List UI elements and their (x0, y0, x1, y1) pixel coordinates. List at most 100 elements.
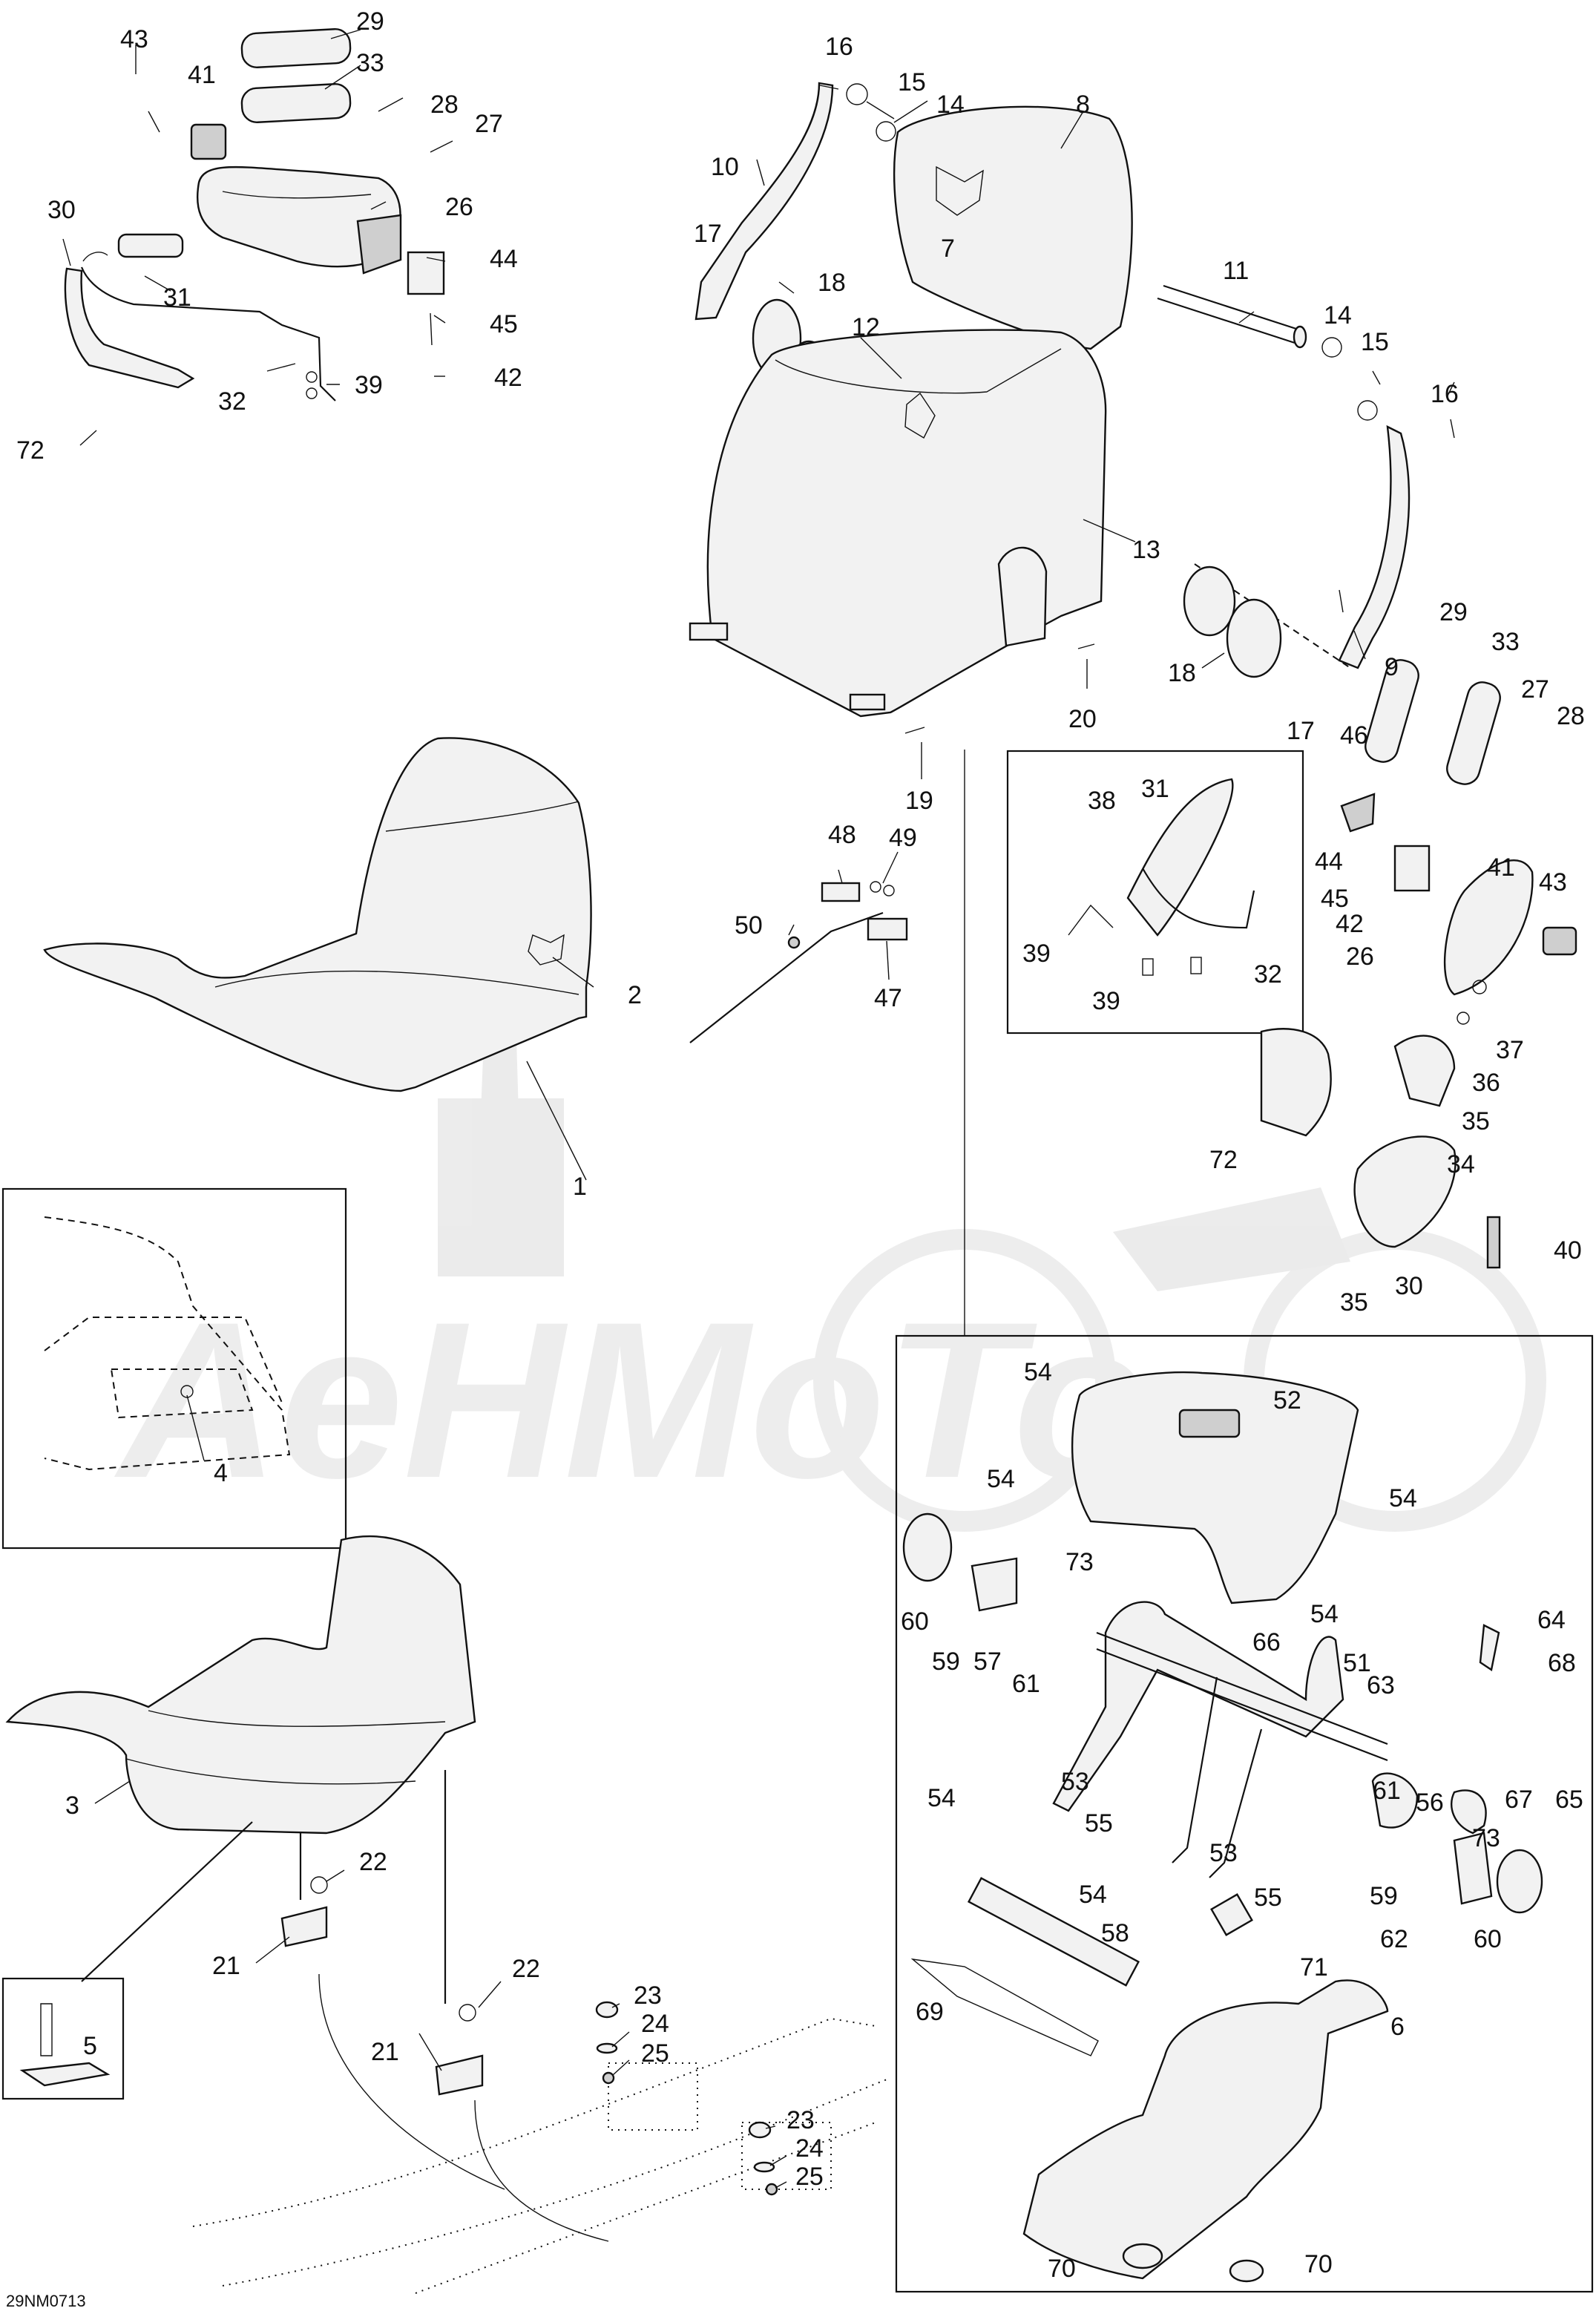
callout-64: 64 (1537, 1606, 1566, 1634)
callout-19: 19 (905, 787, 933, 815)
callout-55: 55 (1254, 1884, 1282, 1912)
callout-17: 17 (1287, 717, 1315, 745)
callout-13: 13 (1132, 536, 1160, 564)
watermark-text: AeHMoTo (112, 1275, 1149, 1524)
callout-49: 49 (889, 824, 917, 852)
callout-4: 4 (214, 1459, 228, 1487)
callout-71: 71 (1300, 1953, 1328, 1981)
callout-31: 31 (163, 283, 191, 312)
callout-35: 35 (1340, 1288, 1368, 1317)
callout-23: 23 (634, 1981, 662, 2010)
callout-41: 41 (1487, 853, 1515, 882)
callout-54: 54 (1310, 1600, 1339, 1628)
callout-9: 9 (1385, 653, 1399, 681)
callout-8: 8 (1076, 91, 1090, 119)
callout-31: 31 (1141, 775, 1169, 803)
callout-56: 56 (1416, 1789, 1444, 1817)
callout-28: 28 (1557, 702, 1585, 730)
callout-29: 29 (356, 7, 384, 36)
callout-53: 53 (1061, 1768, 1089, 1796)
callout-44: 44 (1315, 848, 1343, 876)
callout-16: 16 (1431, 380, 1459, 408)
callout-34: 34 (1447, 1150, 1475, 1179)
callout-labels: 43 29 41 33 28 27 26 30 44 31 45 39 42 3… (16, 7, 1585, 2283)
callout-53: 53 (1209, 1839, 1238, 1867)
callout-12: 12 (852, 313, 880, 341)
detail-frame-4 (1, 1187, 347, 1550)
callout-73: 73 (1472, 1824, 1500, 1852)
callout-59: 59 (932, 1648, 960, 1676)
callout-46: 46 (1340, 721, 1368, 750)
callout-58: 58 (1101, 1919, 1129, 1947)
callout-7: 7 (941, 235, 955, 263)
callout-65: 65 (1555, 1786, 1583, 1814)
callout-52: 52 (1273, 1386, 1301, 1415)
callout-61: 61 (1373, 1777, 1401, 1805)
callout-48: 48 (828, 821, 856, 849)
callout-60: 60 (1474, 1925, 1502, 1953)
callout-30: 30 (1395, 1272, 1423, 1300)
callout-63: 63 (1367, 1671, 1395, 1699)
callout-37: 37 (1496, 1036, 1524, 1064)
callout-42: 42 (494, 364, 522, 392)
callout-10: 10 (711, 153, 739, 181)
callout-70: 70 (1304, 2250, 1333, 2278)
callout-70: 70 (1048, 2255, 1076, 2283)
callout-30: 30 (47, 196, 76, 224)
callout-21: 21 (371, 2038, 399, 2066)
callout-26: 26 (445, 193, 473, 221)
callout-62: 62 (1380, 1925, 1408, 1953)
callout-27: 27 (475, 110, 503, 138)
callout-25: 25 (795, 2163, 824, 2191)
callout-20: 20 (1068, 705, 1097, 733)
callout-32: 32 (1254, 960, 1282, 989)
handle-assembly-right (1260, 659, 1577, 1269)
tilt-mechanism-parts (902, 1371, 1543, 2283)
callout-61: 61 (1012, 1670, 1040, 1698)
seat-base-3 (5, 1535, 476, 1835)
callout-45: 45 (490, 310, 518, 338)
callout-39: 39 (355, 371, 383, 399)
callout-17: 17 (694, 220, 722, 248)
callout-25: 25 (641, 2039, 669, 2068)
callout-54: 54 (927, 1784, 956, 1812)
callout-1: 1 (573, 1173, 587, 1201)
leader-lines (62, 29, 1455, 2189)
callout-60: 60 (901, 1607, 929, 1636)
callout-72: 72 (16, 436, 45, 465)
detail-5-drawing (19, 2003, 111, 2087)
callout-33: 33 (356, 49, 384, 77)
detail-frame-5 (1, 1977, 125, 2100)
callout-32: 32 (218, 387, 246, 416)
callout-67: 67 (1505, 1786, 1533, 1814)
callout-54: 54 (1389, 1484, 1417, 1512)
callout-23: 23 (786, 2106, 815, 2134)
callout-36: 36 (1472, 1069, 1500, 1097)
chassis-frame-dotted (192, 2017, 891, 2294)
grommet-23-25-set (595, 2001, 778, 2196)
handle-assembly-left (64, 28, 445, 401)
callout-40: 40 (1554, 1236, 1582, 1265)
callout-44: 44 (490, 245, 518, 273)
callout-38: 38 (1088, 787, 1116, 815)
callout-26: 26 (1346, 943, 1374, 971)
callout-72: 72 (1209, 1146, 1238, 1174)
callout-14: 14 (936, 91, 965, 119)
callout-43: 43 (120, 25, 148, 53)
callout-6: 6 (1390, 2013, 1405, 2041)
callout-43: 43 (1539, 868, 1567, 896)
detail-frame-harness (1006, 750, 1304, 1035)
callout-39: 39 (1022, 940, 1051, 968)
callout-39: 39 (1092, 987, 1120, 1015)
callout-50: 50 (735, 911, 763, 940)
callout-3: 3 (65, 1792, 79, 1820)
seat-assembly-1 (43, 737, 592, 1092)
callout-22: 22 (359, 1848, 387, 1876)
callout-5: 5 (83, 2032, 97, 2060)
callout-18: 18 (1168, 659, 1196, 687)
callout-59: 59 (1370, 1882, 1398, 1910)
callout-28: 28 (430, 91, 459, 119)
callout-29: 29 (1439, 598, 1468, 626)
callout-16: 16 (825, 33, 853, 61)
